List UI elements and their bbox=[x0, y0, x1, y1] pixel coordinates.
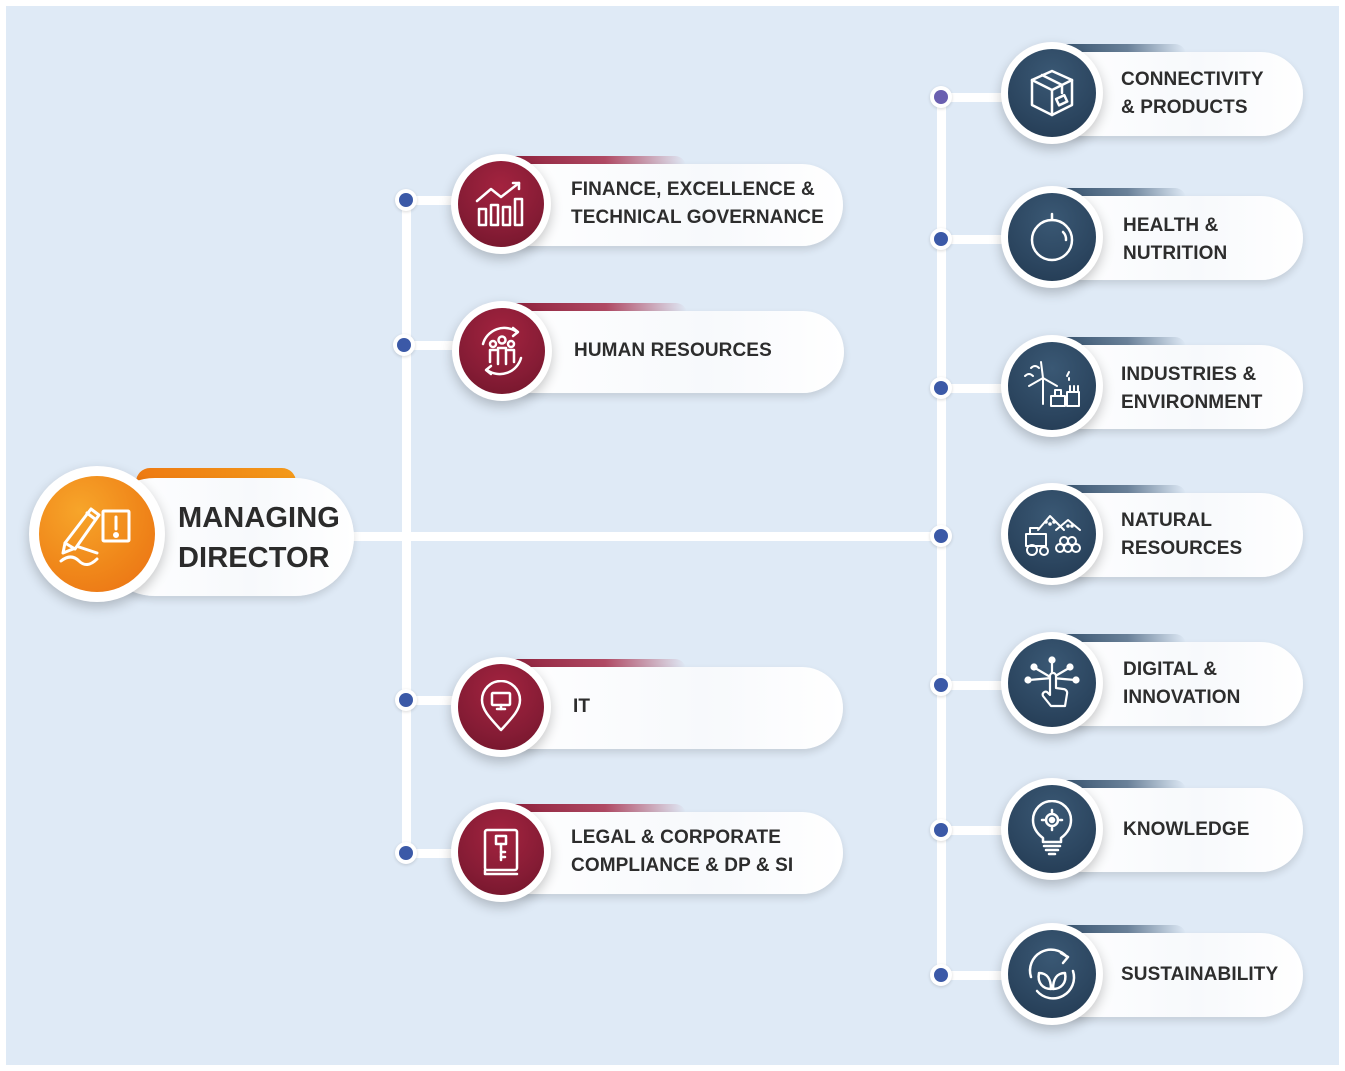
connector-right-branch bbox=[941, 235, 1011, 244]
unit-label: FINANCE, EXCELLENCE & TECHNICAL GOVERNAN… bbox=[571, 176, 824, 232]
lightbulb-gear-icon bbox=[1008, 785, 1096, 873]
label-line: ENVIRONMENT bbox=[1121, 392, 1263, 413]
label-line: TECHNICAL GOVERNANCE bbox=[571, 207, 824, 228]
connector-left-branch bbox=[406, 849, 466, 858]
unit-card-sustainability: SUSTAINABILITY bbox=[1001, 923, 1306, 1027]
connector-left-branch bbox=[406, 696, 466, 705]
unit-label: CONNECTIVITY & PRODUCTS bbox=[1121, 66, 1264, 122]
connector-dot bbox=[930, 819, 952, 841]
connector-dot bbox=[393, 334, 415, 356]
label-line: HUMAN RESOURCES bbox=[574, 340, 772, 361]
connector-dot bbox=[930, 964, 952, 986]
label-line: NATURAL bbox=[1121, 510, 1213, 531]
label-line: KNOWLEDGE bbox=[1123, 819, 1250, 840]
label-line: NUTRITION bbox=[1123, 243, 1228, 264]
connector-left-branch bbox=[406, 196, 466, 205]
connector-dot bbox=[395, 842, 417, 864]
unit-card-legal: LEGAL & CORPORATE COMPLIANCE & DP & SI bbox=[451, 802, 846, 902]
unit-label: IT bbox=[573, 693, 590, 721]
label-line: INDUSTRIES & bbox=[1121, 364, 1257, 385]
label-line: RESOURCES bbox=[1121, 538, 1243, 559]
law-book-icon bbox=[458, 809, 544, 895]
unit-card-connectivity: CONNECTIVITY & PRODUCTS bbox=[1001, 42, 1306, 146]
connector-main-horizontal bbox=[346, 532, 946, 541]
signing-document-icon bbox=[39, 476, 155, 592]
connector-dot bbox=[395, 189, 417, 211]
label-line: & PRODUCTS bbox=[1121, 97, 1248, 118]
connector-dot bbox=[930, 525, 952, 547]
connector-left-branch bbox=[406, 341, 466, 350]
label-line: HEALTH & bbox=[1123, 215, 1219, 236]
label-line: LEGAL & CORPORATE bbox=[571, 827, 782, 848]
touch-network-icon bbox=[1008, 639, 1096, 727]
connector-right-branch bbox=[941, 93, 1011, 102]
label-line: MANAGING bbox=[178, 502, 340, 534]
label-line: IT bbox=[573, 696, 591, 717]
tractor-resources-icon bbox=[1008, 490, 1096, 578]
connector-right-branch bbox=[941, 681, 1011, 690]
unit-label: LEGAL & CORPORATE COMPLIANCE & DP & SI bbox=[571, 824, 793, 880]
connector-right-branch bbox=[941, 826, 1011, 835]
connector-dot bbox=[930, 86, 952, 108]
unit-card-it: IT bbox=[451, 657, 846, 757]
unit-card-digital: DIGITAL & INNOVATION bbox=[1001, 632, 1306, 736]
unit-label: KNOWLEDGE bbox=[1123, 816, 1250, 844]
label-line: FINANCE, EXCELLENCE & bbox=[571, 179, 815, 200]
unit-card-finance: FINANCE, EXCELLENCE & TECHNICAL GOVERNAN… bbox=[451, 154, 846, 254]
connector-right-branch bbox=[941, 384, 1011, 393]
unit-card-human-resources: HUMAN RESOURCES bbox=[452, 301, 847, 401]
unit-label: HUMAN RESOURCES bbox=[574, 337, 772, 365]
org-chart: MANAGING DIRECTOR FINANCE, EXCELLENCE & … bbox=[6, 6, 1339, 1065]
leaf-recycle-icon bbox=[1008, 930, 1096, 1018]
label-line: CONNECTIVITY bbox=[1121, 69, 1264, 90]
people-cycle-icon bbox=[459, 308, 545, 394]
managing-director-card: MANAGING DIRECTOR bbox=[26, 466, 356, 606]
label-line: INNOVATION bbox=[1123, 687, 1241, 708]
package-box-icon bbox=[1008, 49, 1096, 137]
unit-label: INDUSTRIES & ENVIRONMENT bbox=[1121, 361, 1263, 417]
unit-card-health: HEALTH & NUTRITION bbox=[1001, 186, 1306, 290]
unit-label: SUSTAINABILITY bbox=[1121, 961, 1278, 989]
unit-card-industries: INDUSTRIES & ENVIRONMENT bbox=[1001, 335, 1306, 439]
connector-dot bbox=[930, 377, 952, 399]
label-line: DIRECTOR bbox=[178, 542, 330, 574]
connector-right-branch bbox=[941, 971, 1011, 980]
bar-chart-trend-icon bbox=[458, 161, 544, 247]
monitor-pin-icon bbox=[458, 664, 544, 750]
label-line: COMPLIANCE & DP & SI bbox=[571, 855, 794, 876]
unit-label: DIGITAL & INNOVATION bbox=[1123, 656, 1240, 712]
connector-left-vertical bbox=[402, 199, 411, 854]
unit-label: NATURAL RESOURCES bbox=[1121, 507, 1242, 563]
unit-card-knowledge: KNOWLEDGE bbox=[1001, 778, 1306, 882]
unit-card-natural-resources: NATURAL RESOURCES bbox=[1001, 483, 1306, 587]
label-line: DIGITAL & bbox=[1123, 659, 1218, 680]
connector-dot bbox=[395, 689, 417, 711]
label-line: SUSTAINABILITY bbox=[1121, 964, 1279, 985]
managing-director-label: MANAGING DIRECTOR bbox=[178, 498, 340, 578]
apple-icon bbox=[1008, 193, 1096, 281]
connector-dot bbox=[930, 674, 952, 696]
unit-label: HEALTH & NUTRITION bbox=[1123, 212, 1227, 268]
connector-dot bbox=[930, 228, 952, 250]
wind-turbine-factory-icon bbox=[1008, 342, 1096, 430]
